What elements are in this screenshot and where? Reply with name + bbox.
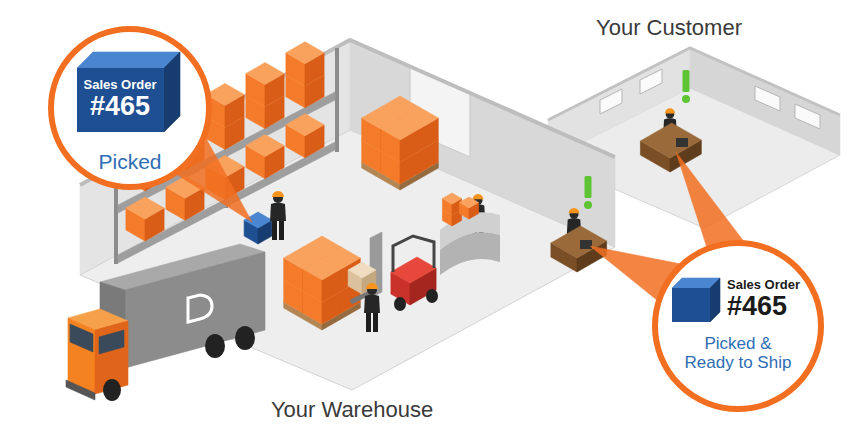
crate-top bbox=[126, 197, 164, 219]
box-outline bbox=[652, 240, 824, 412]
order-box: Sales Order#465 bbox=[672, 278, 800, 322]
hard-hat bbox=[569, 208, 580, 213]
hard-hat bbox=[473, 194, 484, 199]
desk-top bbox=[640, 123, 701, 158]
monitor bbox=[676, 138, 688, 147]
side-window bbox=[99, 330, 124, 354]
window bbox=[795, 104, 820, 129]
wheel bbox=[205, 334, 225, 358]
crate bbox=[286, 114, 324, 158]
box-side-face bbox=[164, 52, 180, 132]
crate bbox=[286, 42, 324, 86]
counter-front bbox=[440, 232, 500, 275]
desk-top bbox=[551, 226, 607, 258]
wheel bbox=[426, 289, 438, 303]
worker-figure bbox=[270, 191, 286, 240]
window bbox=[755, 86, 780, 111]
forklift-cage bbox=[393, 236, 434, 272]
status-text: Picked & Ready to Ship bbox=[680, 335, 796, 372]
box-side-face bbox=[710, 278, 720, 322]
callout-ring bbox=[655, 243, 821, 409]
alert-mark bbox=[584, 176, 592, 209]
crate bbox=[442, 193, 461, 215]
order-heading: Sales Order bbox=[84, 78, 157, 92]
box-front-face bbox=[77, 68, 164, 132]
crate bbox=[246, 135, 284, 179]
text-group: Sales Order#465 bbox=[77, 68, 164, 132]
shipping-desk bbox=[551, 176, 607, 272]
worker-leg bbox=[279, 220, 284, 240]
alert-dot bbox=[584, 201, 592, 209]
callout-circle: Picked Sales Order#465 bbox=[48, 26, 212, 190]
box-top-face bbox=[77, 52, 180, 68]
crate-top bbox=[246, 135, 284, 157]
packing-counter bbox=[440, 193, 500, 275]
crate bbox=[126, 197, 164, 241]
crate-top bbox=[442, 193, 461, 204]
cargo-side bbox=[125, 252, 265, 368]
wheel bbox=[235, 326, 255, 350]
text-group: Sales Order#465 bbox=[727, 278, 800, 322]
worker-body bbox=[270, 203, 286, 222]
forklift-body-top bbox=[391, 257, 436, 283]
worker-leg bbox=[373, 312, 378, 332]
desk bbox=[640, 123, 701, 172]
callout-circle: Picked & Ready to Ship Sales Order#465 bbox=[652, 240, 824, 412]
hard-hat bbox=[272, 191, 284, 197]
shelf-upright bbox=[335, 48, 339, 152]
window bbox=[600, 89, 622, 114]
worker-leg bbox=[272, 220, 277, 240]
worker-leg bbox=[366, 312, 371, 332]
window bbox=[640, 69, 662, 94]
wheel bbox=[394, 297, 406, 311]
bumper bbox=[66, 380, 95, 400]
windshield bbox=[70, 324, 93, 352]
callout-ring bbox=[51, 29, 209, 187]
hard-hat bbox=[665, 108, 675, 113]
crate-top bbox=[246, 63, 284, 85]
alert-mark bbox=[682, 70, 690, 103]
alert-dot bbox=[682, 95, 690, 103]
crate-top bbox=[286, 114, 324, 136]
alert-bar bbox=[585, 176, 592, 198]
forklift-load-top bbox=[348, 262, 376, 278]
wheel bbox=[103, 379, 121, 401]
delivery-truck bbox=[66, 244, 265, 401]
order-number: #465 bbox=[727, 292, 787, 322]
box-front-face bbox=[672, 288, 710, 322]
desk-right bbox=[577, 241, 607, 272]
crate-top bbox=[286, 42, 324, 64]
alert-bar bbox=[683, 70, 690, 92]
crate bbox=[459, 197, 478, 219]
crate-top bbox=[459, 197, 478, 208]
crate bbox=[303, 258, 341, 302]
region-label: Your Customer bbox=[596, 16, 742, 40]
order-heading: Sales Order bbox=[727, 278, 800, 292]
callout-beam bbox=[676, 152, 751, 256]
worker-body bbox=[364, 295, 380, 314]
truck-logo bbox=[188, 295, 212, 322]
worker-figure bbox=[364, 283, 380, 332]
hard-hat bbox=[366, 283, 378, 289]
monitor bbox=[580, 240, 592, 249]
pallet-stack bbox=[362, 96, 439, 190]
crate-top bbox=[303, 258, 341, 280]
forklift bbox=[348, 232, 438, 332]
region-label: Your Warehouse bbox=[271, 398, 433, 422]
crate-top bbox=[381, 118, 419, 140]
customer-wall bbox=[690, 48, 840, 155]
order-number: #465 bbox=[90, 92, 150, 122]
status-text: Picked bbox=[55, 150, 205, 173]
order-box: Sales Order#465 bbox=[77, 52, 180, 132]
crate bbox=[381, 118, 419, 162]
callout-beams bbox=[168, 127, 751, 307]
crate bbox=[246, 63, 284, 107]
